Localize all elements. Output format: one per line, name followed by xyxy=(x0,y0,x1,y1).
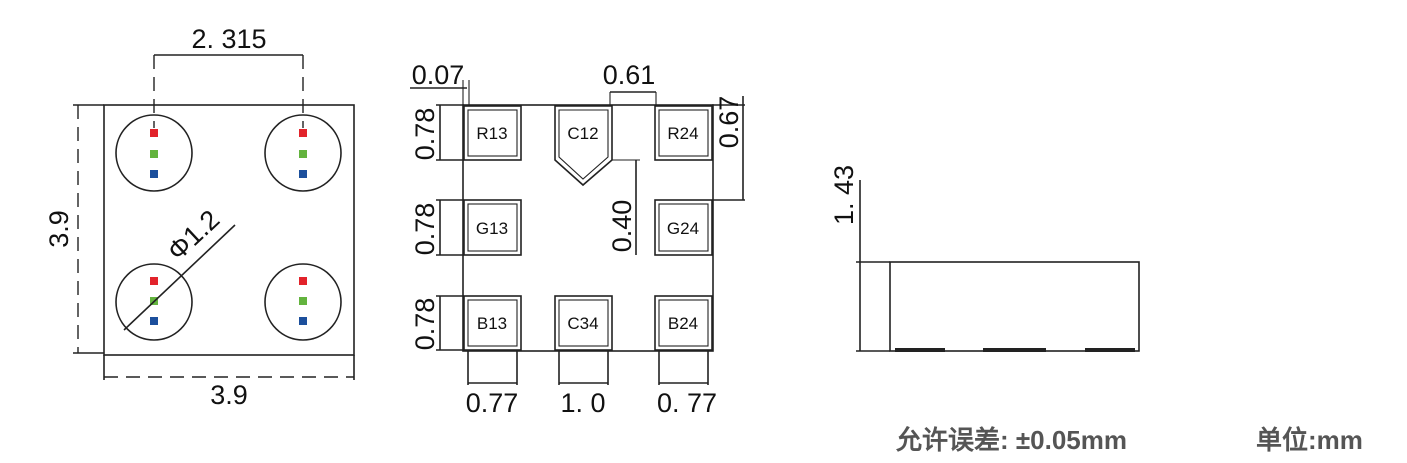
side-view-pad-3 xyxy=(1085,348,1135,352)
height-dimension-label: 3.9 xyxy=(44,210,74,248)
pad-c34: C34 xyxy=(554,295,613,351)
pad-g13: G13 xyxy=(463,199,522,256)
pad-offset-dimension-label: 0.67 xyxy=(714,96,744,149)
pad-b13: B13 xyxy=(463,295,522,351)
svg-text:B24: B24 xyxy=(668,314,698,333)
svg-text:C34: C34 xyxy=(567,314,598,333)
side-view-pad-2 xyxy=(983,348,1046,352)
inner-dimension-label: 0.40 xyxy=(607,200,637,253)
unit-note: 单位:mm xyxy=(1256,425,1363,455)
svg-text:G24: G24 xyxy=(667,219,699,238)
lens-bottom-right xyxy=(264,263,342,341)
svg-text:R13: R13 xyxy=(476,124,507,143)
lens-top-right xyxy=(264,114,342,192)
pad-r13: R13 xyxy=(463,105,522,161)
notch-dimension-label: 0.61 xyxy=(603,60,656,90)
pad-b24: B24 xyxy=(654,295,713,351)
lens-bottom-left xyxy=(115,263,193,341)
side-view-pad-1 xyxy=(895,348,945,352)
top-view: 2. 315 3.9 3.9 Φ1.2 xyxy=(44,24,355,410)
diameter-label: Φ1.2 xyxy=(162,204,226,266)
pad-c12: C12 xyxy=(554,105,613,187)
pad-g24: G24 xyxy=(654,199,713,256)
side-view: 1. 43 xyxy=(829,165,1140,352)
lens-top-left xyxy=(115,114,193,192)
row-height-label-2: 0.78 xyxy=(410,203,440,256)
bottom-view-body xyxy=(462,104,714,352)
svg-text:C12: C12 xyxy=(567,124,598,143)
bottom-view: R13 C12 R24 G13 G24 B13 C34 B24 xyxy=(410,60,745,418)
svg-text:G13: G13 xyxy=(476,219,508,238)
col-width-label-1: 0.77 xyxy=(466,388,519,418)
tolerance-note: 允许误差: ±0.05mm xyxy=(895,425,1127,455)
svg-text:R24: R24 xyxy=(667,124,698,143)
svg-text:B13: B13 xyxy=(477,314,507,333)
col-width-label-3: 0. 77 xyxy=(657,388,717,418)
side-height-dimension-label: 1. 43 xyxy=(829,165,859,225)
rgb-chips-bottom-right xyxy=(299,277,307,325)
pitch-dimension-label: 2. 315 xyxy=(191,24,266,54)
pad-r24: R24 xyxy=(654,105,713,161)
row-height-label-1: 0.78 xyxy=(410,108,440,161)
rgb-chips-top-left xyxy=(150,129,158,178)
col-width-label-2: 1. 0 xyxy=(560,388,605,418)
row-height-label-3: 0.78 xyxy=(410,298,440,351)
side-view-body xyxy=(889,261,1140,352)
rgb-chips-top-right xyxy=(299,129,307,178)
gap-dimension-label: 0.07 xyxy=(412,60,465,90)
width-dimension-label: 3.9 xyxy=(210,380,248,410)
